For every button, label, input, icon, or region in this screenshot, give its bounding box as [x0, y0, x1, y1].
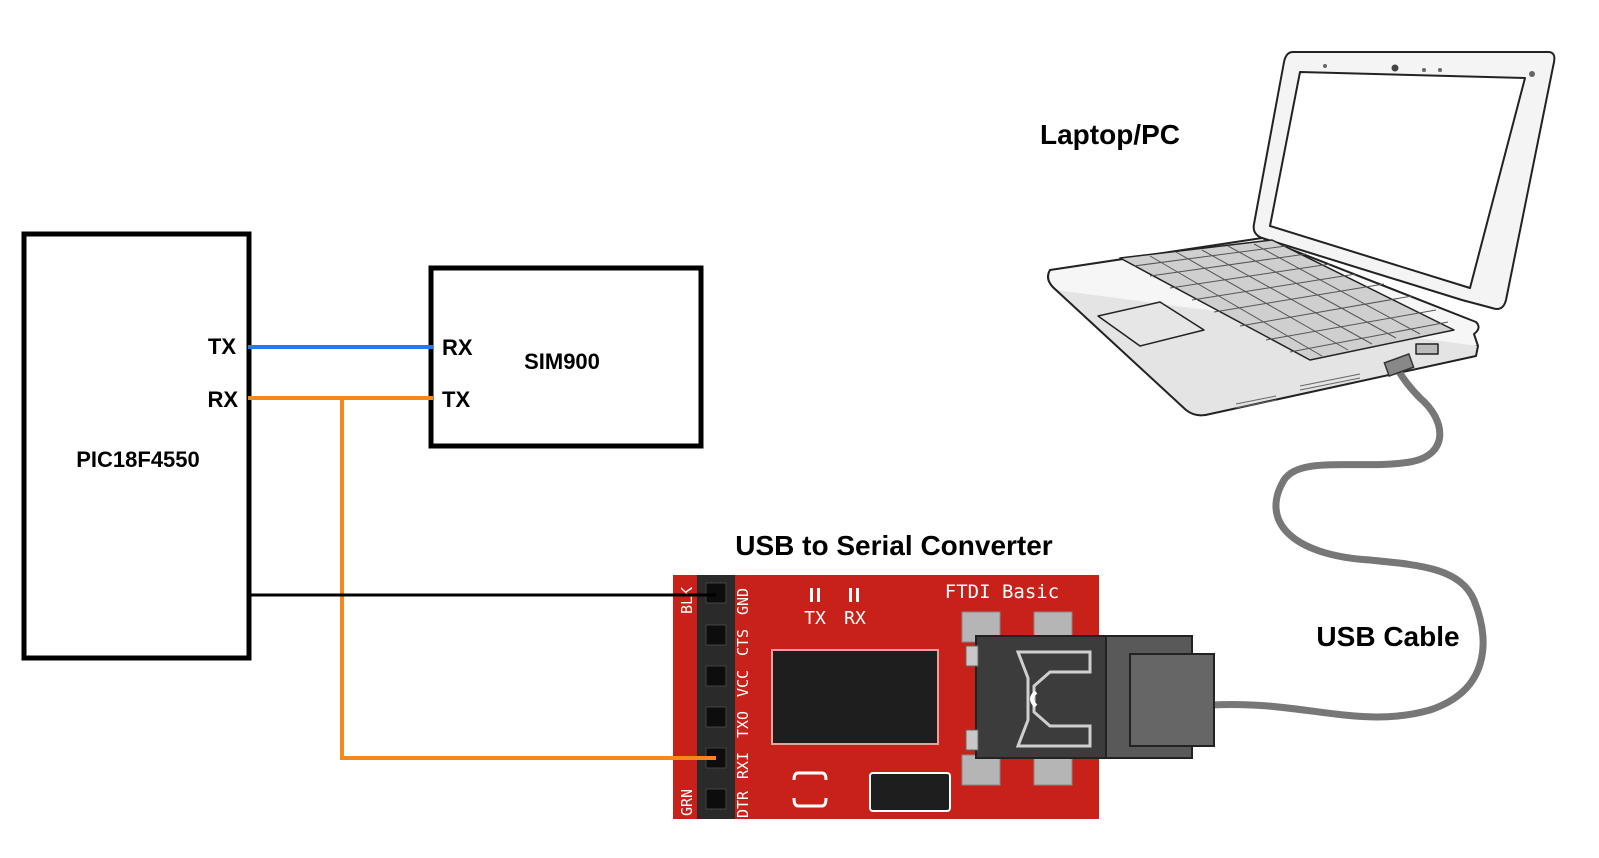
- usb-receptacle: [975, 635, 1109, 759]
- pin-label-cts: CTS: [734, 629, 752, 656]
- sim900-block: SIM900 RX TX: [428, 265, 704, 449]
- pin-gnd: [705, 582, 727, 604]
- edge-label-blk: BLK: [678, 587, 696, 614]
- laptop-label: Laptop/PC: [1040, 119, 1180, 150]
- pin-vcc: [705, 665, 727, 687]
- laptop-illustration: [1047, 51, 1556, 417]
- regulator-chip: [869, 772, 951, 812]
- sim900-label: SIM900: [524, 349, 600, 374]
- sim900-tx-label: TX: [442, 387, 470, 412]
- usb-cable-laptop-plug: [1383, 353, 1415, 377]
- pin-label-gnd: GND: [734, 588, 752, 615]
- ftdi-board: GND CTS VCC TXO RXI DTR BLK GRN TX RX FT…: [673, 575, 1109, 819]
- led-rx: [849, 588, 852, 602]
- led-tx-label: TX: [804, 608, 826, 629]
- pic-label: PIC18F4550: [76, 447, 200, 472]
- pin-txo: [705, 706, 727, 728]
- pic-box: [21, 231, 252, 661]
- edge-label-grn: GRN: [678, 789, 696, 816]
- sim900-rx-label: RX: [442, 335, 473, 360]
- crystal-outline: [792, 771, 828, 808]
- pin-label-vcc: VCC: [734, 670, 752, 697]
- usb-cable: [1208, 366, 1487, 721]
- led-rx-label: RX: [844, 608, 866, 629]
- pin-label-txo: TXO: [734, 711, 752, 738]
- usb-plug-body: [1129, 653, 1215, 747]
- laptop-usb-port: [1415, 343, 1439, 355]
- pin-cts: [705, 624, 727, 646]
- wire-rx-to-ftdi: [340, 398, 716, 760]
- usb-receptacle-socket: [1015, 650, 1092, 748]
- laptop-screen: [1269, 71, 1526, 289]
- pic-rx-label: RX: [207, 387, 238, 412]
- usb-pad-3: [961, 754, 1001, 786]
- usb-pad-4: [1033, 754, 1073, 786]
- laptop-webcam: [1391, 64, 1399, 72]
- converter-title: USB to Serial Converter: [735, 530, 1053, 561]
- pin-label-rxi: RXI: [734, 752, 752, 779]
- laptop-touchpad: [1097, 301, 1205, 347]
- board-label: FTDI Basic: [945, 581, 1059, 603]
- ftdi-chip: [771, 649, 939, 745]
- pin-dtr: [705, 788, 727, 810]
- pin-header: [697, 575, 735, 819]
- usb-cable-label: USB Cable: [1316, 621, 1459, 652]
- pin-label-dtr: DTR: [734, 790, 752, 818]
- sim900-box: [428, 265, 704, 449]
- pic-tx-label: TX: [208, 334, 236, 359]
- pic-block: PIC18F4550 TX RX: [21, 231, 252, 661]
- led-tx: [810, 588, 813, 602]
